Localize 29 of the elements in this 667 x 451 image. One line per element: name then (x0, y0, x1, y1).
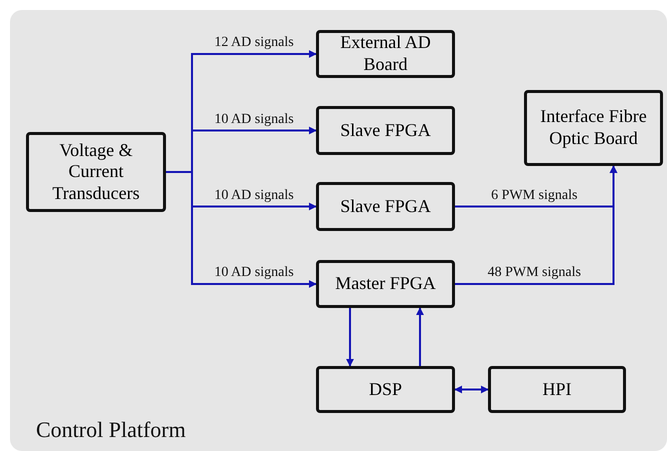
edge-label: 6 PWM signals (490, 188, 578, 203)
block-box (524, 90, 663, 166)
edge-label: 10 AD signals (213, 265, 295, 280)
block-box (316, 30, 455, 78)
block-box (316, 106, 455, 155)
arrow (166, 171, 317, 288)
block-label: Slave FPGA (340, 196, 431, 218)
edge-label: 10 AD signals (213, 112, 295, 127)
block-box (316, 260, 455, 308)
block-label: Interface Fibre Optic Board (539, 106, 648, 150)
block-label: Slave FPGA (340, 120, 431, 142)
block-box (316, 182, 455, 231)
edge-label: 12 AD signals (213, 35, 295, 50)
edge-label: 48 PWM signals (486, 265, 582, 280)
arrow (455, 165, 618, 285)
arrow (416, 307, 424, 366)
arrow (346, 308, 354, 367)
block-box (26, 132, 166, 212)
panel-title: Control Platform (36, 417, 186, 443)
block-label: Master FPGA (335, 273, 436, 295)
edge-label: 10 AD signals (213, 188, 295, 203)
block-box (316, 366, 455, 413)
arrow (454, 386, 489, 394)
block-label: HPI (542, 378, 572, 400)
block-label: Voltage & Current Transducers (51, 140, 141, 204)
platform-panel (10, 10, 667, 451)
block-label: DSP (368, 378, 402, 400)
block-label: External AD Board (339, 32, 432, 76)
block-box (488, 366, 626, 413)
